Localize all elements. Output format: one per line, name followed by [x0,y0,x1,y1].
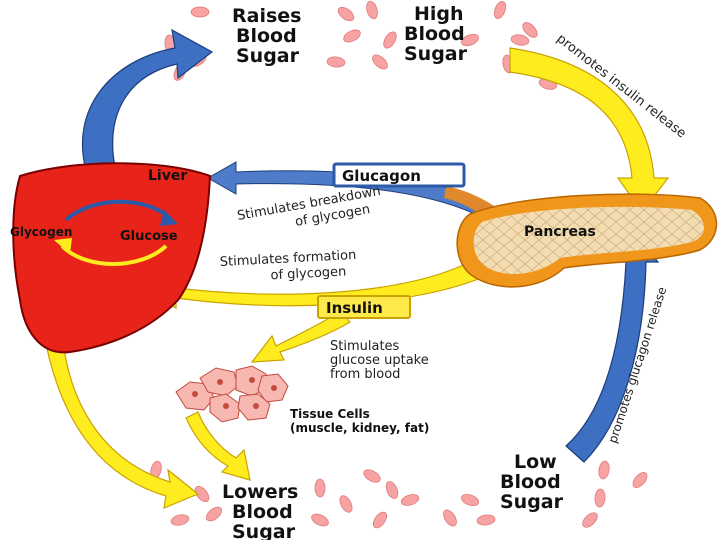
raises-line-2: Blood [236,25,297,47]
breakdown-note: Stimulates breakdown of glycogen [236,184,382,230]
tissue-nucleus [271,385,277,391]
glucose-label: Glucose [120,229,178,244]
blood-cell-icon [598,460,610,480]
arrow-tissue-to-lowers [185,411,251,481]
glucagon-box [332,162,466,188]
blood-cell-icon [311,513,329,527]
tissue-nucleus [249,377,255,383]
tissue-nucleus [217,379,223,385]
high-blood-sugar: High Blood Sugar [404,3,468,65]
blood-cell-icon [476,514,496,526]
blood-cell-icon [314,478,326,498]
blood-cell-icon [190,6,210,18]
blood-cell-icon [363,469,381,483]
blood-cell-icon [582,512,598,528]
blood-cell-icon [194,485,210,503]
lowers-blood-sugar: Lowers Blood Sugar [222,481,298,540]
blood-cell-icon [632,472,648,488]
blood-cell-icon [443,509,457,527]
blood-cell-icon [461,33,479,47]
high-line-3: Sugar [404,43,468,65]
glucagon-label: Glucagon [342,167,421,185]
blood-cell-icon [510,34,530,46]
blood-cell-icon [372,54,388,70]
pancreas-label: Pancreas [524,224,596,240]
blood-cell-icon [493,1,507,19]
raises-blood-sugar: Raises Blood Sugar [232,5,301,67]
low-line-1: Low [514,451,557,473]
cycle-arrow-icon [64,199,172,222]
tissue-nucleus [192,391,198,397]
blood-cell-icon [205,506,223,522]
blood-cell-icon [337,6,355,22]
low-line-2: Blood [500,471,561,493]
blood-cell-icon [366,0,378,20]
cycle-arrowhead-yellow [54,238,72,254]
raises-line-3: Sugar [236,45,300,67]
formation-note: Stimulates formation of glycogen [219,248,356,283]
glycogen-label: Glycogen [10,225,72,239]
insulin-box [317,295,411,319]
blood-cell-icon [339,495,353,513]
lowers-line-2: Blood [232,501,293,523]
blood-cell-icon [460,493,480,507]
formation-line-1: Stimulates formation [219,248,356,270]
raises-line-1: Raises [232,5,301,27]
blood-cell-icon [400,494,420,506]
lowers-line-1: Lowers [222,481,298,503]
liver [12,162,212,354]
low-line-3: Sugar [500,491,564,513]
blood-cell-icon [170,514,190,526]
tissue-cells [175,365,289,423]
tissue-nucleus [223,403,229,409]
high-line-1: High [414,3,464,25]
arrow-liver-to-raises [81,28,214,173]
lowers-line-3: Sugar [232,521,296,540]
uptake-line-2: glucose uptake [330,353,429,368]
blood-cell-icon [372,511,388,529]
low-blood-sugar: Low Blood Sugar [500,451,564,513]
blood-cell-icon [326,56,346,68]
high-line-2: Blood [404,23,465,45]
blood-cell-icon [343,29,361,43]
liver-label: Liver [148,168,187,184]
uptake-line-1: Stimulates [330,339,400,354]
cycle-arrow-yellow [60,244,168,266]
pancreas-texture [473,206,704,274]
cycle-arrowhead-blue [160,210,178,226]
tissue-subtitle: (muscle, kidney, fat) [290,421,429,435]
uptake-line-3: from blood [330,367,400,382]
arrow-insulin-to-tissue [250,311,351,363]
blood-cell-icon [385,481,399,499]
blood-cell-icon [522,22,538,38]
blood-cell-icon [594,488,606,508]
tissue-title: Tissue Cells [290,407,370,421]
insulin-label: Insulin [326,299,383,317]
formation-line-2: of glycogen [270,264,346,283]
arrow-high-to-pancreas [509,47,670,214]
blood-cell-icon [383,31,397,49]
tissue-nucleus [253,403,259,409]
arrow-liver-to-lowers [43,331,200,509]
